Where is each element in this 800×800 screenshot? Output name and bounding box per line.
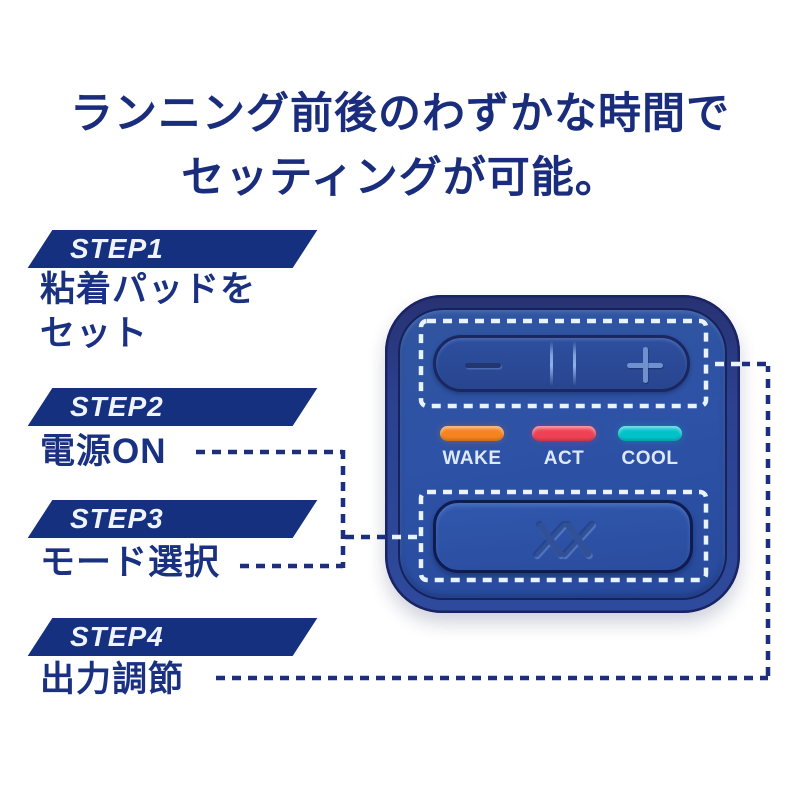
cool-led-icon: [618, 426, 682, 441]
step4-text-line1: 出力調節: [40, 660, 185, 699]
title-line1: ランニング前後のわずかな時間で: [70, 90, 730, 138]
step1-banner-label: STEP1: [70, 233, 164, 264]
step2-text-line1: 電源ON: [40, 432, 167, 471]
step2-banner: STEP2: [27, 388, 318, 426]
step2-text: 電源ON: [40, 430, 167, 474]
minus-icon[interactable]: [465, 363, 501, 368]
page-title: ランニング前後のわずかな時間で セッティングが可能。: [0, 82, 800, 210]
indicator-act: ACT: [532, 426, 596, 470]
wake-led-icon: [440, 426, 504, 441]
step4-banner-label: STEP4: [70, 621, 164, 652]
title-line2: セッティングが可能。: [181, 154, 619, 202]
step3-text: モード選択: [40, 541, 220, 585]
button-divider-line: [550, 341, 553, 386]
brand-logo: [532, 520, 596, 560]
device-controller: WAKE ACT COOL: [385, 295, 740, 613]
intensity-button[interactable]: [433, 335, 690, 392]
power-mode-button[interactable]: [433, 500, 693, 573]
step3-banner: STEP3: [27, 500, 318, 538]
step4-banner: STEP4: [27, 618, 318, 656]
step1-text: 粘着パッドを セット: [40, 268, 256, 356]
button-divider-line: [573, 341, 576, 386]
step1-text-line2: セット: [40, 314, 149, 353]
plus-icon[interactable]: [626, 346, 664, 384]
step1-text-line1: 粘着パッドを: [40, 270, 257, 309]
step2-banner-label: STEP2: [70, 391, 164, 422]
indicator-cool: COOL: [618, 426, 682, 470]
step3-text-line1: モード選択: [40, 543, 221, 582]
step3-banner-label: STEP3: [70, 503, 164, 534]
act-led-label: ACT: [543, 448, 585, 469]
wake-led-label: WAKE: [442, 448, 502, 469]
indicator-wake: WAKE: [440, 426, 504, 470]
cool-led-label: COOL: [621, 448, 679, 469]
act-led-icon: [532, 426, 596, 441]
step4-text: 出力調節: [40, 658, 184, 702]
step1-banner: STEP1: [27, 230, 318, 268]
